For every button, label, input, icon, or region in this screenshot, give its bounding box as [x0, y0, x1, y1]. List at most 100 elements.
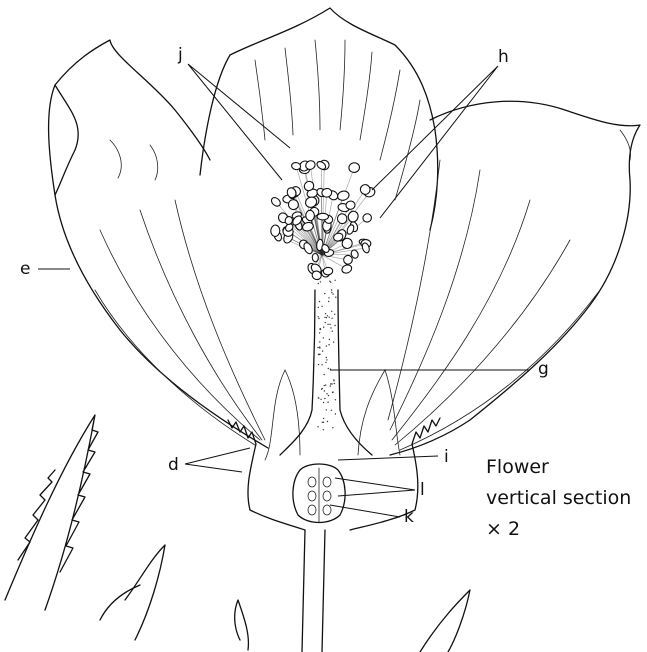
stipple-dot: [323, 429, 324, 430]
svg-text:d: d: [168, 455, 179, 475]
anther: [306, 210, 315, 221]
anther: [362, 212, 373, 223]
leaf-lower-left: [5, 415, 470, 652]
stipple-dot: [318, 283, 319, 284]
stipple-dot: [322, 388, 323, 389]
anther-cluster: [270, 158, 376, 430]
stipple-dot: [334, 314, 335, 315]
label-e: e: [20, 259, 70, 279]
stipple-dot: [323, 418, 324, 419]
stipple-dot: [331, 318, 332, 319]
stipple-dot: [319, 332, 320, 333]
label-i: i: [338, 447, 449, 467]
stipple-dot: [330, 327, 331, 328]
stipple-dot: [330, 385, 331, 386]
anther: [270, 225, 280, 237]
stipple-dot: [324, 374, 325, 375]
stipple-dot: [326, 345, 327, 346]
stipple-dot: [320, 328, 321, 329]
stipple-dot: [328, 301, 329, 302]
stipple-dot: [321, 306, 322, 307]
anther: [312, 253, 318, 262]
stipple-dot: [318, 318, 319, 319]
stipple-dot: [329, 324, 330, 325]
stipple-dot: [318, 354, 319, 355]
label-l: l: [335, 478, 425, 500]
stipple-dot: [325, 313, 326, 314]
anther: [270, 196, 282, 208]
stipple-dot: [328, 297, 329, 298]
stipple-dot: [318, 364, 319, 365]
stipple-dot: [323, 337, 324, 338]
anther: [291, 162, 301, 170]
stipple-dot: [332, 391, 333, 392]
stipple-dot: [335, 413, 336, 414]
svg-text:i: i: [444, 447, 449, 467]
svg-text:g: g: [538, 359, 549, 379]
pedicel: [302, 530, 325, 652]
anther: [345, 201, 355, 210]
stipple-dot: [319, 341, 320, 342]
stipple-dot: [328, 344, 329, 345]
stipple-dot: [325, 322, 326, 323]
petal-center: [200, 8, 438, 230]
stipple-dot: [333, 341, 334, 342]
ovary: [293, 464, 345, 523]
label-g: g: [330, 359, 549, 379]
petal-left: [49, 40, 268, 448]
stipple-dot: [326, 393, 327, 394]
svg-text:h: h: [498, 47, 509, 67]
anther: [347, 210, 360, 223]
stipple-dot: [319, 354, 320, 355]
staminal-column: [280, 290, 372, 455]
stipple-dot: [328, 368, 329, 369]
stipple-dot: [332, 293, 333, 294]
stipple-dot: [318, 307, 319, 308]
stipple-dot: [332, 427, 333, 428]
stipple-dot: [320, 399, 321, 400]
anther: [323, 267, 333, 275]
stipple-dot: [324, 398, 325, 399]
svg-text:× 2: × 2: [486, 518, 520, 540]
stipple-dot: [332, 331, 333, 332]
stipple-dot: [330, 383, 331, 384]
stipple-dot: [327, 324, 328, 325]
anther: [346, 224, 355, 235]
stipple-dot: [326, 317, 327, 318]
stipple-dot: [335, 399, 336, 400]
stipple-dot: [323, 402, 324, 403]
svg-text:e: e: [20, 259, 30, 279]
stipple-dot: [334, 383, 335, 384]
stipple-dot: [324, 385, 325, 386]
svg-text:j: j: [177, 45, 183, 65]
stipple-dot: [320, 281, 321, 282]
svg-text:l: l: [420, 480, 425, 500]
anther: [337, 190, 350, 202]
stipple-dot: [333, 379, 334, 380]
stipple-dot: [331, 292, 332, 293]
svg-text:Flower: Flower: [486, 456, 549, 478]
stipple-dot: [327, 315, 328, 316]
stipple-dot: [317, 426, 318, 427]
stipple-dot: [324, 317, 325, 318]
stipple-dot: [324, 293, 325, 294]
stipple-dot: [330, 282, 331, 283]
svg-text:vertical section: vertical section: [486, 487, 631, 509]
stipple-dot: [318, 397, 319, 398]
stipple-dot: [327, 421, 328, 422]
svg-text:k: k: [404, 507, 414, 527]
stipple-dot: [331, 383, 332, 384]
stipple-dot: [324, 390, 325, 391]
stipple-dot: [329, 339, 330, 340]
figure-caption: Flower vertical section × 2: [486, 456, 631, 540]
stipple-dot: [321, 364, 322, 365]
stipple-dot: [326, 359, 327, 360]
stipple-dot: [322, 422, 323, 423]
anther: [317, 213, 328, 220]
stipple-dot: [318, 316, 319, 317]
stipple-dot: [331, 410, 332, 411]
stipple-dot: [329, 317, 330, 318]
petal-right: [388, 101, 640, 455]
stipple-dot: [326, 409, 327, 410]
stipple-dot: [326, 357, 327, 358]
